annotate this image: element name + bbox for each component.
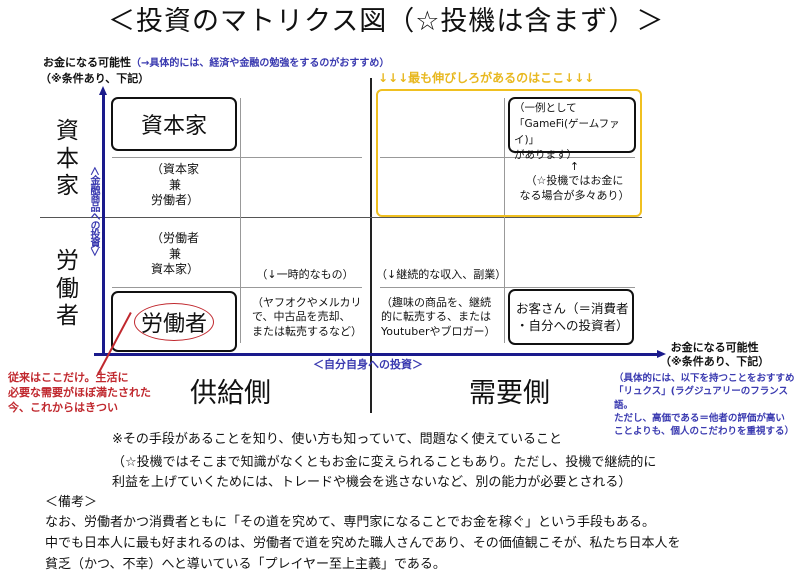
- worker-capitalist-cell: （労働者 兼 資本家）: [150, 231, 199, 277]
- continuous-label: （↓継続的な収入、副業）: [376, 268, 507, 281]
- temporary-example: （ヤフオクやメルカリ で、中古品を売却、 または転売するなど）: [252, 296, 362, 338]
- center-horizontal-divider: [40, 217, 642, 218]
- row-label-worker: 労 働 者: [56, 248, 79, 330]
- center-vertical-divider: [370, 78, 372, 413]
- speculation-note: ↑ （☆投機ではお金に なる場合が多々あり）: [519, 160, 630, 202]
- right-sub-horizontal-top: [380, 157, 635, 158]
- y-axis: [102, 94, 105, 356]
- remark-2: 中でも日本人に最も好まれるのは、労働者で道を究めた職人さんであり、その価値観こそ…: [45, 536, 681, 551]
- worker-box: 労働者: [111, 291, 237, 352]
- gamefi-box: （一例として 「GameFi(ゲームファイ)」 があります）: [508, 97, 636, 161]
- left-sub-horizontal-bottom: [112, 287, 362, 288]
- remark-3: 貧乏（かつ、不幸）へと導いている「プレイヤー至上主義」である。: [45, 557, 446, 572]
- y-axis-arrow-icon: [99, 86, 107, 95]
- x-axis-text: ＜自分自身への投資＞: [313, 358, 423, 371]
- x-axis-label: お金になる可能性（※条件あり、下記）: [660, 341, 770, 369]
- y-axis-note: （→具体的には、経済や金融の勉強をするのがおすすめ）: [131, 58, 390, 69]
- temporary-label: （↓一時的なもの）: [256, 268, 354, 281]
- column-label-supply: 供給側: [190, 378, 271, 409]
- customer-box: お客さん（＝消費者 ・自分への投資者）: [508, 289, 634, 345]
- row-label-capitalist: 資 本 家: [56, 118, 79, 200]
- x-axis: [94, 353, 659, 356]
- notes-line-3: 利益を上げていくためには、トレードや機会を逃さないなど、別の能力が必要とされる）: [112, 475, 632, 490]
- y-axis-condition: （※条件あり、下記）: [40, 72, 150, 85]
- remarks-heading: ＜備考＞: [45, 495, 98, 510]
- x-axis-arrow-icon: [657, 350, 666, 358]
- worker-annotation: 従来はここだけ。生活に 必要な需要がほぼ満たされた 今、これからはきつい: [8, 371, 151, 414]
- highlight-caption: ↓↓↓最も伸びしろがあるのはここ↓↓↓: [378, 71, 595, 85]
- capitalist-box: 資本家: [111, 97, 237, 151]
- y-axis-label: お金になる可能性（→具体的には、経済や金融の勉強をするのがおすすめ）: [43, 56, 390, 69]
- notes-line-2: （☆投機ではそこまで知識がなくともお金に変えられることもあり。ただし、投機で継続…: [112, 455, 657, 470]
- left-sub-vertical: [240, 98, 241, 343]
- y-axis-text: ＜金融商品への投資＞: [88, 166, 99, 256]
- x-axis-note: （具体的には、以下を持つことをおすすめ 「リュクス」(ラグジュアリーのフランス語…: [614, 373, 795, 438]
- right-sub-vertical: [504, 98, 505, 343]
- column-label-demand: 需要側: [469, 378, 550, 409]
- notes-line-1: ※その手段があることを知り、使い方も知っていて、問題なく使えていること: [112, 432, 563, 447]
- left-sub-horizontal-top: [112, 157, 362, 158]
- diagram-title: ＜投資のマトリクス図（☆投機は含まず）＞: [108, 6, 665, 37]
- capitalist-worker-cell: （資本家 兼 労働者）: [150, 162, 199, 208]
- right-sub-horizontal-bottom: [380, 287, 635, 288]
- highlight-box: [376, 89, 642, 217]
- remark-1: なお、労働者かつ消費者ともに「その道を究めて、専門家になることでお金を稼ぐ」とい…: [45, 515, 655, 530]
- x-axis-condition: （※条件あり、下記）: [660, 355, 770, 369]
- continuous-example: （趣味の商品を、継続 的に転売する、または Youtuberやブロガー）: [381, 296, 496, 338]
